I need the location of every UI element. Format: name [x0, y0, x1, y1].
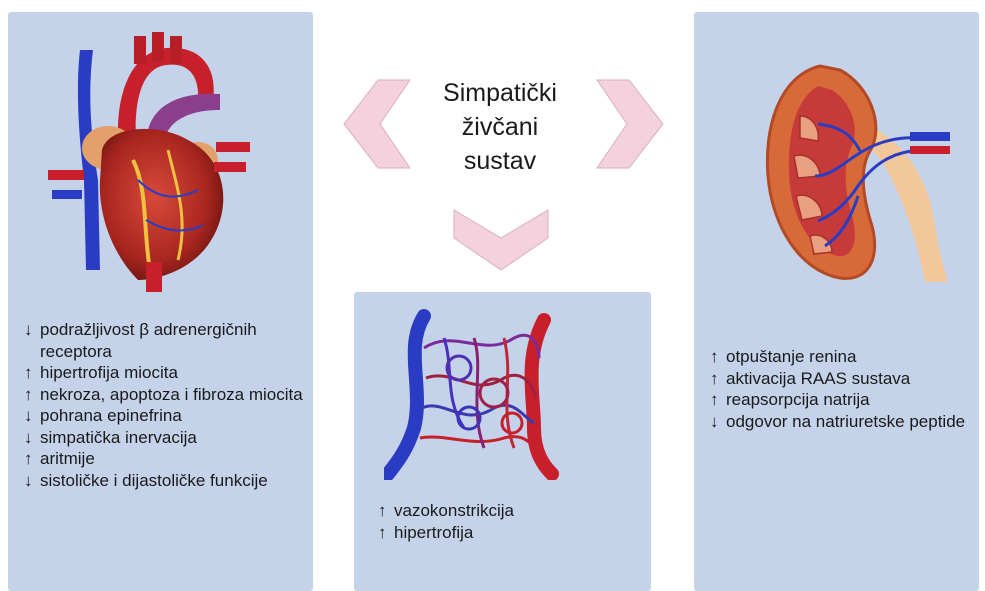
- chevron-left-icon: [340, 78, 412, 170]
- list-item: ↑reapsorpcija natrija: [710, 389, 972, 411]
- arrow-down-icon: ↓: [24, 427, 40, 449]
- list-item: ↑vazokonstrikcija: [378, 500, 638, 522]
- arrow-down-icon: ↓: [24, 319, 40, 362]
- list-item: ↓odgovor na natriuretske peptide: [710, 411, 972, 433]
- arrow-up-icon: ↑: [710, 368, 726, 390]
- title-line-2: živčani: [400, 110, 600, 144]
- list-item: ↓sistoličke i dijastoličke funkcije: [24, 470, 306, 492]
- arrow-up-icon: ↑: [24, 384, 40, 406]
- arrow-up-icon: ↑: [378, 500, 394, 522]
- list-item: ↑hipertrofija miocita: [24, 362, 306, 384]
- arrow-up-icon: ↑: [710, 389, 726, 411]
- title-line-1: Simpatički: [400, 76, 600, 110]
- list-item: ↓podražljivost β adrenergičnih receptora: [24, 319, 306, 362]
- heart-illustration: [38, 30, 258, 292]
- vessel-effects-list: ↑vazokonstrikcija ↑hipertrofija: [378, 500, 638, 543]
- arrow-up-icon: ↑: [24, 448, 40, 470]
- sympathetic-nervous-system-title: Simpatički živčani sustav: [400, 76, 600, 178]
- list-item: ↑otpuštanje renina: [710, 346, 972, 368]
- list-item: ↑aktivacija RAAS sustava: [710, 368, 972, 390]
- list-item: ↑aritmije: [24, 448, 306, 470]
- arrow-down-icon: ↓: [24, 470, 40, 492]
- title-line-3: sustav: [400, 144, 600, 178]
- kidney-illustration: [760, 56, 960, 284]
- heart-effects-list: ↓podražljivost β adrenergičnih receptora…: [24, 319, 306, 491]
- kidney-effects-list: ↑otpuštanje renina ↑aktivacija RAAS sust…: [710, 346, 972, 432]
- arrow-up-icon: ↑: [24, 362, 40, 384]
- list-item: ↓simpatička inervacija: [24, 427, 306, 449]
- chevron-down-icon: [452, 208, 550, 272]
- list-item: ↑hipertrofija: [378, 522, 638, 544]
- arrow-up-icon: ↑: [710, 346, 726, 368]
- list-item: ↑nekroza, apoptoza i fibroza miocita: [24, 384, 306, 406]
- arrow-up-icon: ↑: [378, 522, 394, 544]
- arrow-down-icon: ↓: [24, 405, 40, 427]
- list-item: ↓pohrana epinefrina: [24, 405, 306, 427]
- chevron-right-icon: [595, 78, 667, 170]
- capillary-network-illustration: [384, 308, 574, 480]
- arrow-down-icon: ↓: [710, 411, 726, 433]
